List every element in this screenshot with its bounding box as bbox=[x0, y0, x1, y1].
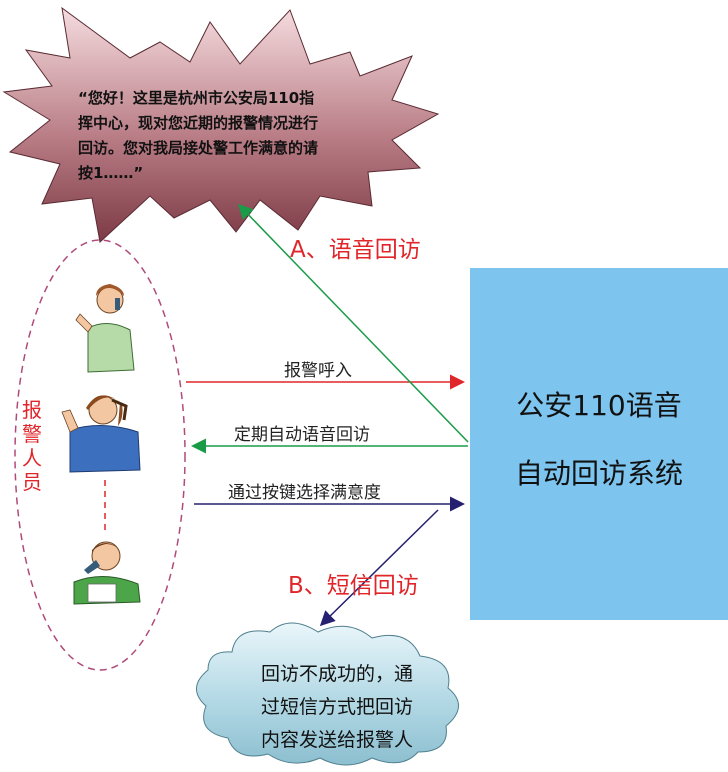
arrow-label-call-in: 报警呼入 bbox=[284, 361, 352, 381]
reporter-figure-3 bbox=[73, 541, 141, 605]
label-sms-callback: B、短信回访 bbox=[288, 573, 419, 599]
burst-message: “您好！这里是杭州市公安局110指 挥中心，现对您近期的报警情况进行 回访。您对… bbox=[78, 89, 319, 182]
reporters-group-ellipse bbox=[14, 239, 186, 671]
system-title-line1: 公安110语音 bbox=[516, 389, 682, 422]
sms-cloud-text: 回访不成功的，通 过短信方式把回访 内容发送给报警人 bbox=[260, 663, 413, 751]
reporters-label: 报 警 人 员 bbox=[22, 398, 42, 494]
reporter-figure-2 bbox=[61, 395, 141, 473]
sms-cloud bbox=[196, 622, 459, 766]
label-voice-callback: A、语音回访 bbox=[290, 237, 421, 263]
arrow-sms-callback bbox=[319, 509, 439, 627]
callback-system-box bbox=[470, 268, 728, 620]
reporter-figure-1 bbox=[75, 284, 135, 373]
system-title-line2: 自动回访系统 bbox=[514, 457, 683, 490]
arrow-label-auto-callback: 定期自动语音回访 bbox=[234, 425, 370, 445]
speech-burst bbox=[2, 6, 440, 243]
arrow-label-key-select: 通过按键选择满意度 bbox=[228, 483, 381, 503]
arrow-voice-callback-to-burst bbox=[237, 203, 469, 443]
